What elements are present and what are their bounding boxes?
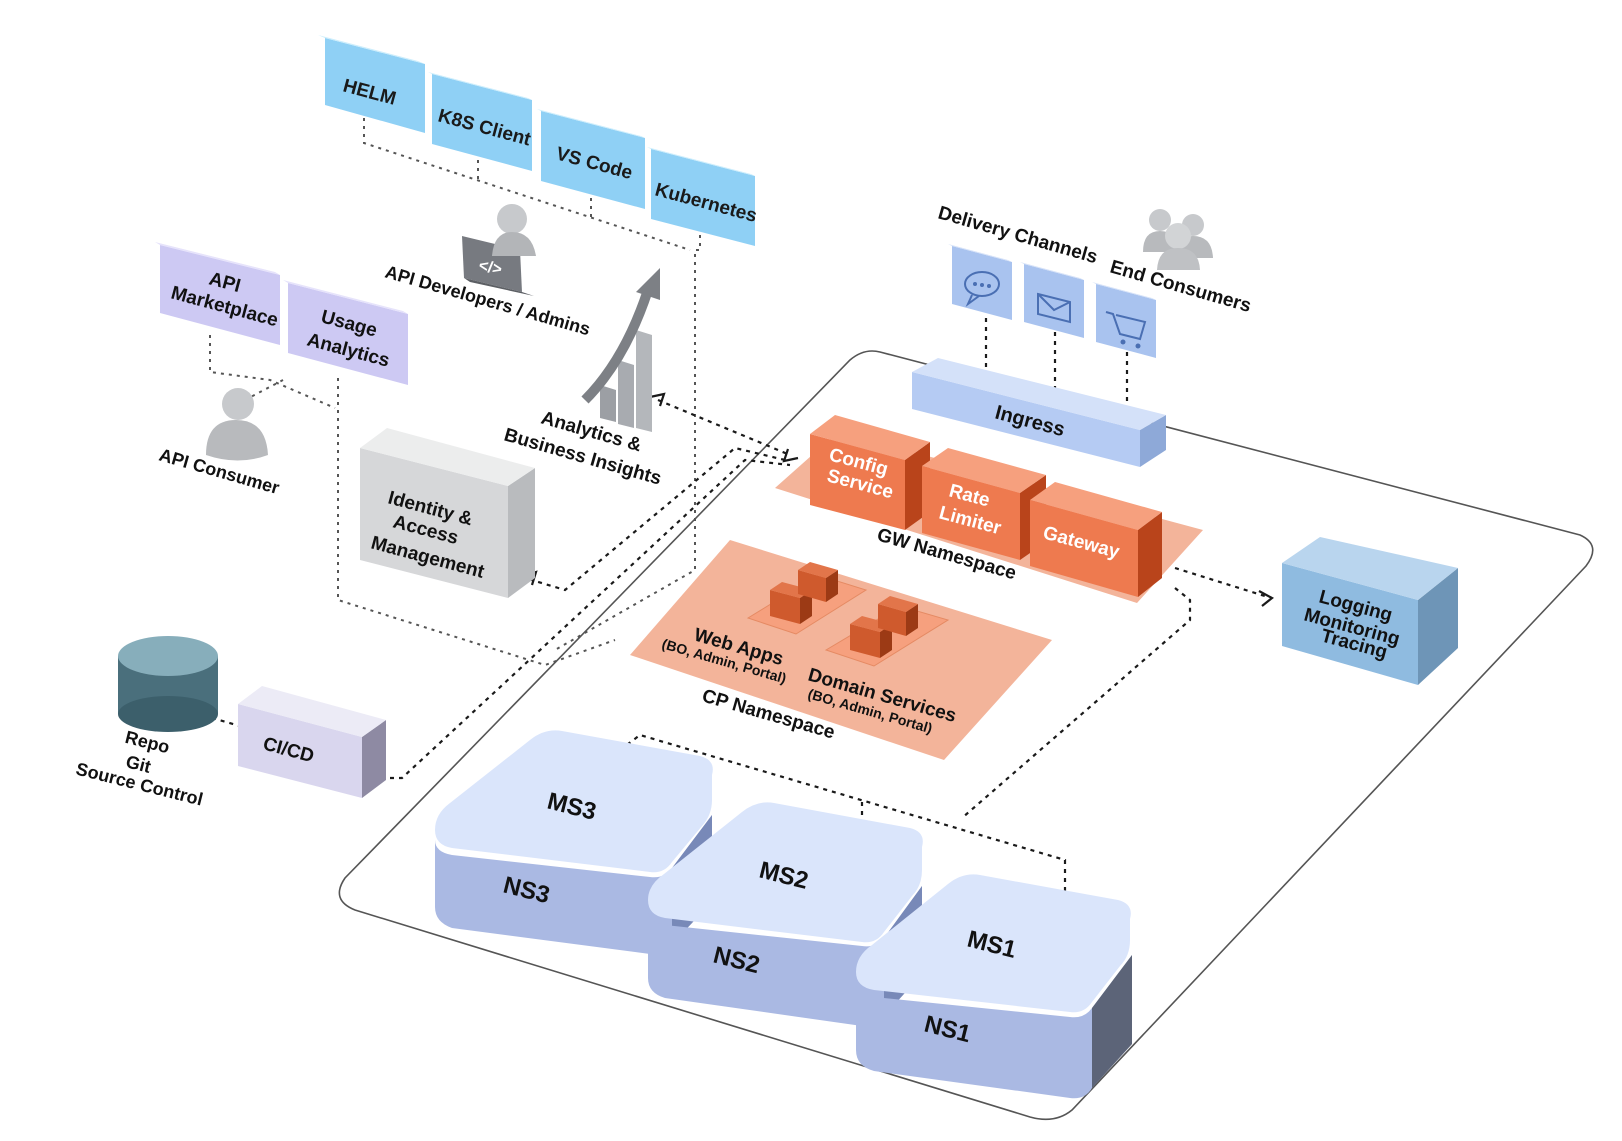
rate-limiter-box[interactable]: Rate Limiter <box>922 448 1046 560</box>
email-channel-box[interactable] <box>1020 262 1084 338</box>
identity-access-management-box[interactable]: Identity & Access Management <box>360 428 535 598</box>
ci-cd-box[interactable]: CI/CD <box>238 686 386 798</box>
chat-channel-box[interactable] <box>948 244 1012 320</box>
connector-lines <box>209 118 1274 895</box>
tool-box-helm[interactable]: HELM <box>318 35 425 133</box>
envelope-icon <box>1037 292 1071 324</box>
developer-laptop-icon: </> <box>462 204 536 296</box>
usage-analytics-box[interactable]: Usage Analytics <box>283 280 408 385</box>
svg-text:</>: </> <box>477 257 503 278</box>
analytics-growth-chart-icon <box>581 268 660 432</box>
shopping-channel-box[interactable] <box>1092 282 1156 358</box>
tool-box-kubernetes[interactable]: Kubernetes <box>647 147 759 246</box>
chat-bubble-icon <box>964 271 1000 308</box>
tool-box-vs-code[interactable]: VS Code <box>537 109 645 209</box>
api-marketplace-box[interactable]: API Marketplace <box>155 242 280 345</box>
cluster-ms1-ns1[interactable]: MS1 NS1 <box>856 874 1132 1099</box>
repo-database-icon[interactable] <box>118 636 218 732</box>
cluster-ms3-ns3[interactable]: MS3 NS3 <box>435 730 713 955</box>
logging-monitoring-tracing-box[interactable]: Logging Monitoring Tracing <box>1282 537 1458 685</box>
shopping-cart-icon <box>1105 311 1147 349</box>
tool-box-k8s-client[interactable]: K8S Client <box>428 72 534 171</box>
domain-services-module-icon <box>824 596 950 667</box>
api-consumer-person-icon <box>206 388 268 461</box>
end-consumers-group-icon <box>1143 209 1213 270</box>
web-apps-module-icon <box>746 562 868 635</box>
gateway-box[interactable]: Gateway <box>1030 482 1162 597</box>
